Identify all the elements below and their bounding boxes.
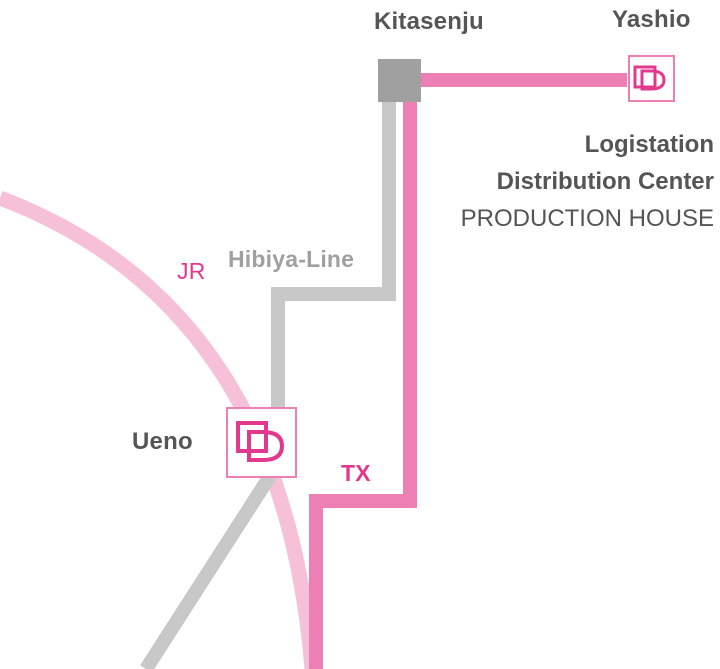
hibiya-line-upper [271, 88, 396, 415]
facility-name-line-3: PRODUCTION HOUSE [460, 205, 714, 232]
station-kitasenju-square-icon[interactable] [378, 59, 421, 102]
facility-name-line-2: Distribution Center [496, 168, 714, 195]
station-yashio-lp-logo-icon[interactable] [628, 55, 675, 102]
jr-line-label: JR [177, 258, 206, 284]
hibiya-line-label: Hibiya-Line [228, 246, 355, 272]
tx-line-south [309, 90, 417, 669]
hibiya-line-lower [140, 472, 276, 669]
tx-line-label: TX [341, 460, 371, 486]
station-ueno-label: Ueno [132, 428, 193, 455]
facility-description: Logistation Distribution Center PRODUCTI… [461, 126, 714, 237]
station-kitasenju-label: Kitasenju [374, 8, 484, 35]
station-ueno-lp-logo-icon[interactable] [226, 407, 297, 478]
station-yashio-label: Yashio [612, 6, 691, 33]
facility-name-line-1: Logistation [584, 131, 714, 158]
jr-line [0, 190, 320, 669]
